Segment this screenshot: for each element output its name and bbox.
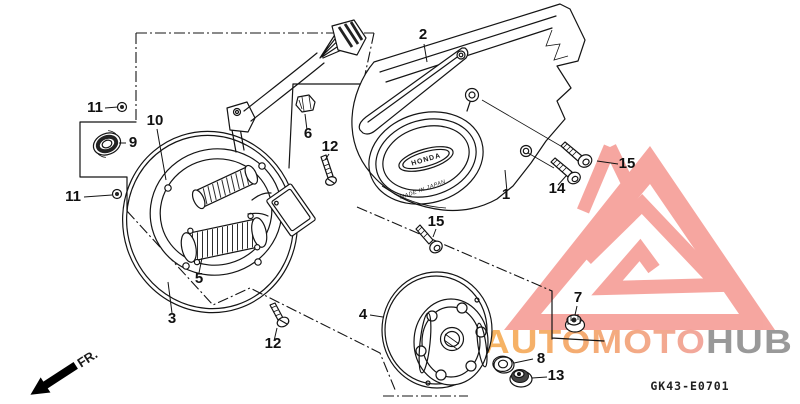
part-9-oil-seal (92, 130, 122, 158)
callout-15b: 15 (428, 213, 445, 230)
callout-8: 8 (537, 350, 545, 367)
part-8-washer (492, 355, 515, 374)
callout-10: 10 (147, 112, 164, 129)
wire-harness (226, 19, 367, 153)
part-12-screw-top (320, 154, 337, 186)
callout-6: 6 (304, 125, 312, 142)
callout-12a: 12 (322, 138, 339, 155)
callout-7: 7 (574, 289, 582, 306)
watermark-brand-text-2: HUB (706, 323, 793, 360)
callout-11a: 11 (87, 99, 103, 116)
strip-rivet (456, 50, 466, 60)
callout-labels: 1 2 3 4 5 6 7 8 9 10 11 11 12 12 13 14 1… (65, 26, 635, 384)
part-15-bolt-left (415, 224, 443, 254)
front-marker-label: FR. (74, 346, 100, 370)
part-4-flywheel (381, 271, 493, 389)
callout-13: 13 (548, 367, 565, 384)
stator-main-coil (180, 212, 268, 266)
cover-boss-side (519, 144, 533, 158)
callout-4: 4 (359, 306, 368, 323)
stator-pulser-unit (266, 183, 316, 237)
callout-5: 5 (195, 270, 203, 287)
watermark-brand: AUTOMOTO HUB (483, 323, 793, 360)
part-7-bracket-line (551, 290, 605, 342)
honda-badge: HONDA (398, 146, 454, 172)
callout-1: 1 (502, 186, 510, 203)
part-5-stator-assembly (149, 148, 316, 276)
callout-2: 2 (419, 26, 427, 43)
watermark-brand-text-1: AUTOMOTO (483, 323, 706, 360)
part-6-nut (295, 94, 316, 113)
callout-leader-lines (83, 43, 619, 379)
part-11-washer-bottom (111, 188, 123, 200)
part-15-bolt-right (560, 141, 593, 168)
callout-11b: 11 (65, 188, 81, 205)
callout-3: 3 (168, 310, 176, 327)
callout-12b: 12 (265, 335, 282, 352)
part-12-screw-bottom (269, 302, 290, 328)
part-11-washer-top (116, 101, 128, 113)
part-1-crankcase-cover: HONDA MADE IN JAPAN (351, 3, 586, 212)
part-7-nut (564, 314, 586, 333)
watermark-logo (504, 144, 775, 330)
part-2-cover-strip (358, 47, 469, 135)
diagram-code: GK43-E0701 (650, 379, 729, 393)
cover-boss-top (464, 87, 480, 103)
callout-14: 14 (549, 180, 566, 197)
callout-9: 9 (129, 134, 137, 151)
bolt-axis-line-2 (527, 152, 555, 169)
part-14-bolt (550, 157, 581, 185)
callout-15a: 15 (619, 155, 636, 172)
part-13-nut (509, 369, 533, 388)
front-direction-marker: FR. (30, 346, 100, 395)
stator-upper-coil (191, 164, 259, 210)
